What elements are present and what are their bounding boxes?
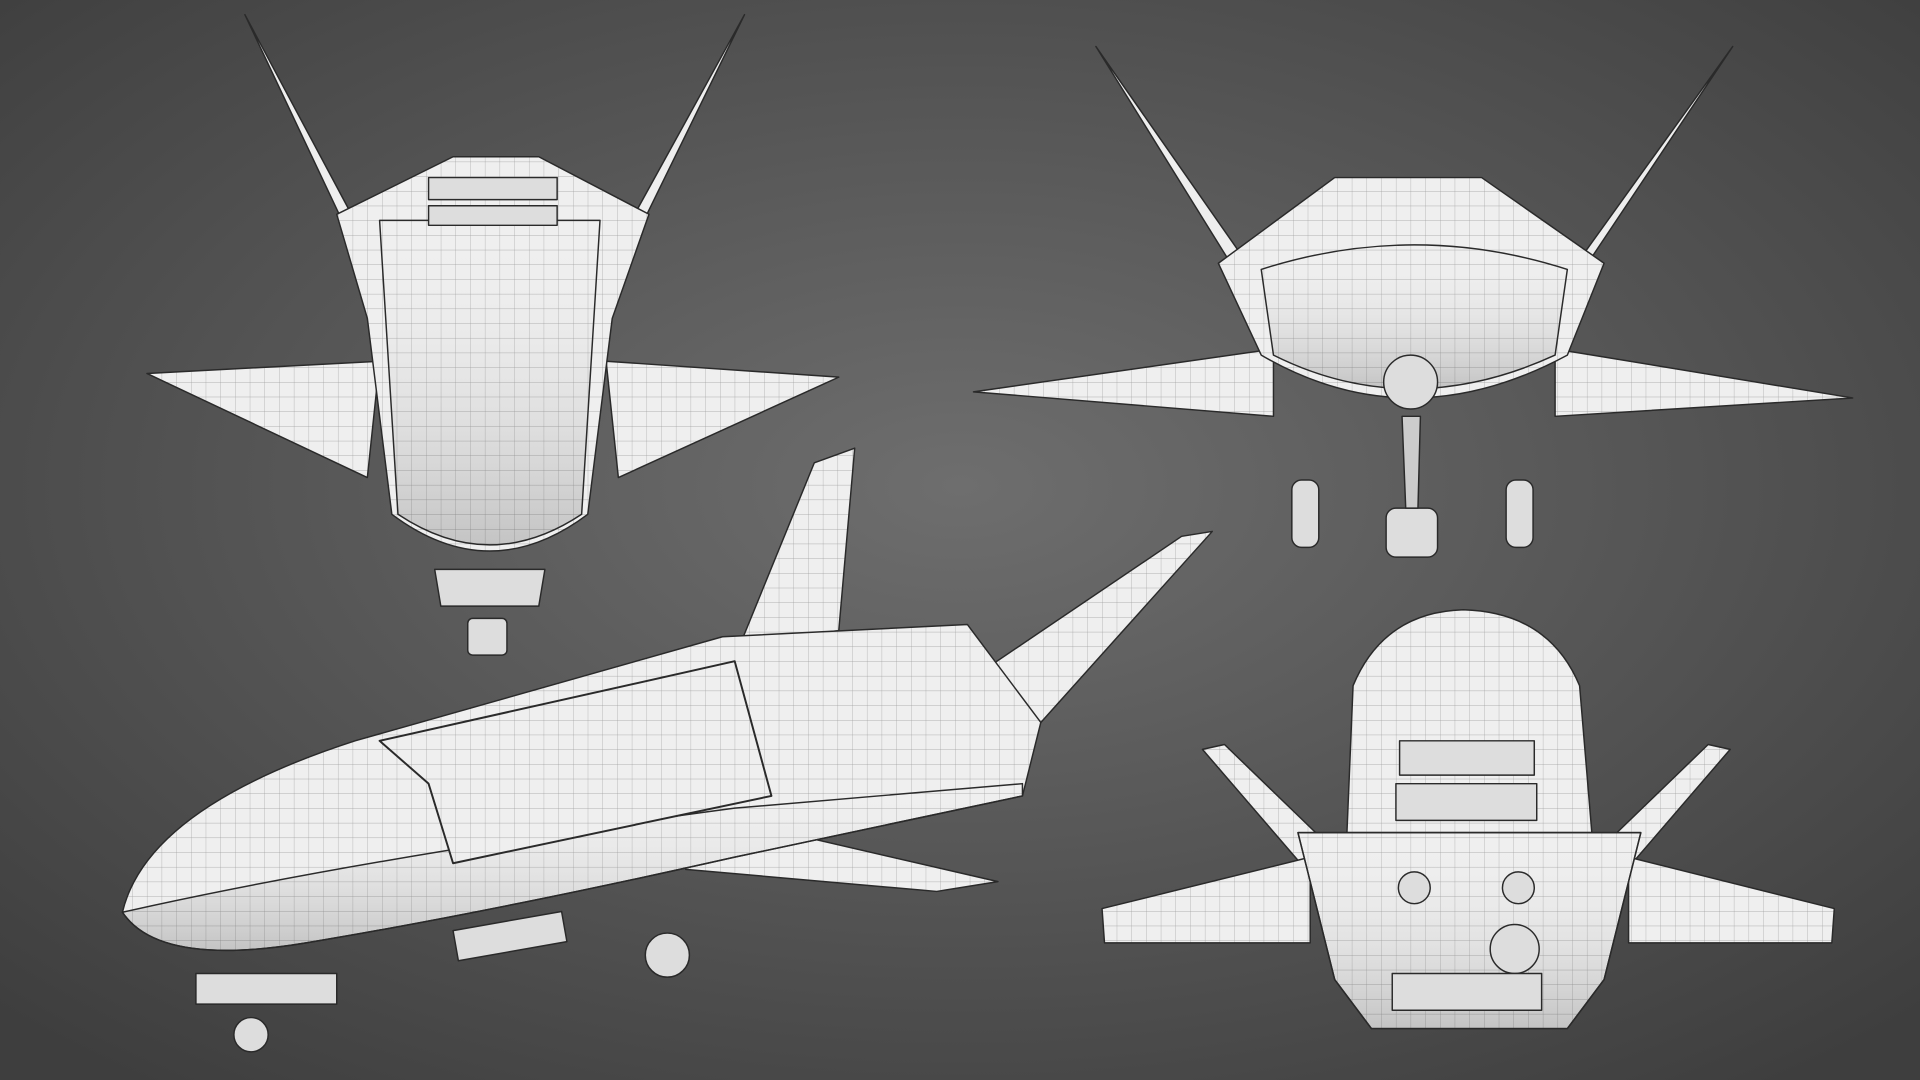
perspective-view [121, 447, 1213, 1053]
rear-view [1101, 609, 1836, 1030]
top-view [146, 13, 840, 656]
front-view [972, 45, 1854, 558]
